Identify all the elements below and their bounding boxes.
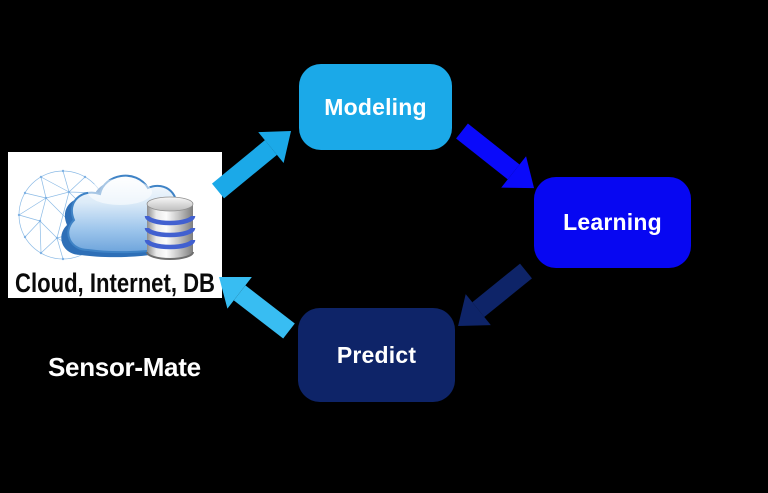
node-modeling-label: Modeling bbox=[324, 93, 427, 120]
node-predict-label: Predict bbox=[336, 341, 417, 368]
cloud-icon bbox=[61, 174, 183, 258]
node-learning-label: Learning bbox=[563, 209, 662, 235]
arrow-modeling-to-learning-icon bbox=[456, 123, 535, 189]
node-learning: Learning bbox=[534, 177, 691, 268]
sensor-mate-label: Sensor-Mate bbox=[48, 352, 201, 382]
arrow-learning-to-predict-icon bbox=[458, 263, 532, 327]
node-modeling: Modeling bbox=[299, 64, 452, 150]
cloud-internet-db-graphic: Cloud, Internet, DB bbox=[15, 169, 215, 298]
database-icon bbox=[144, 196, 196, 260]
cloud-internet-db-image: Cloud, Internet, DB bbox=[8, 152, 222, 298]
node-predict: Predict bbox=[298, 308, 455, 402]
image-caption: Cloud, Internet, DB bbox=[15, 268, 215, 298]
